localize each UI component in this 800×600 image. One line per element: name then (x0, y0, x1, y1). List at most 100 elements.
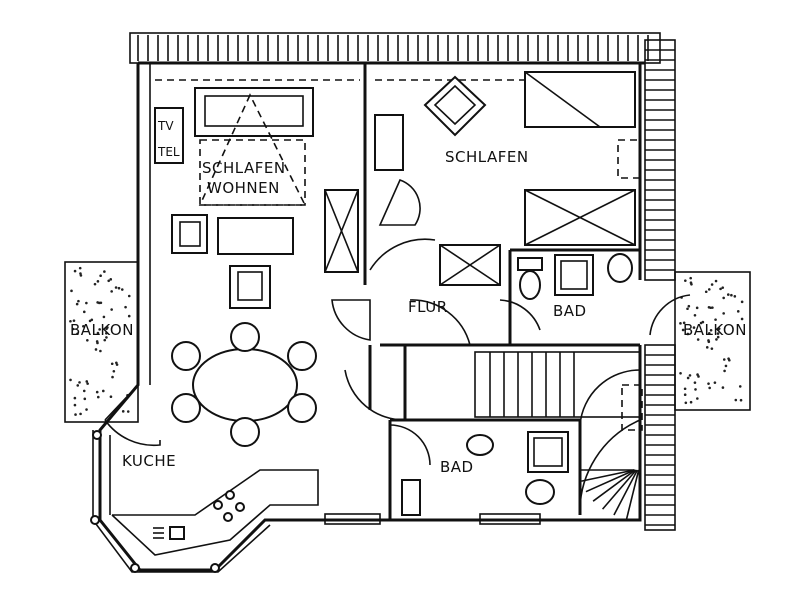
balcony-texture-dot (109, 278, 113, 281)
balcony-texture-dot (709, 328, 713, 332)
balcony-texture-dot (96, 395, 100, 399)
balcony-texture-dot (717, 327, 721, 330)
label-kueche: KUCHE (122, 452, 176, 470)
balcony-texture-dot (726, 293, 730, 296)
balcony-texture-dot (98, 328, 101, 331)
balcony-texture-dot (719, 287, 722, 291)
balcony-texture-dot (707, 288, 711, 291)
balcony-texture-dot (72, 319, 76, 322)
balcony-texture-dot (689, 281, 693, 285)
balcony-texture-dot (85, 380, 89, 383)
label-tv: TV (157, 119, 174, 133)
balcony-texture-dot (107, 279, 110, 283)
balcony-texture-dot (96, 331, 100, 335)
balcony-texture-dot (96, 280, 100, 283)
kitchen-counter (111, 469, 319, 556)
label-tel: TEL (157, 145, 180, 159)
balcony-texture-dot (696, 338, 700, 341)
balcony-texture-dot (693, 381, 697, 384)
stair-step (601, 469, 637, 510)
balcony-texture-dot (687, 304, 691, 308)
balcony-texture-dot (99, 349, 102, 353)
balcony-texture-dot (721, 386, 725, 389)
balcony-texture-dot (127, 314, 131, 318)
balcony-texture-dot (69, 319, 72, 323)
balcony-texture-dot (734, 398, 738, 402)
balcony-texture-dot (694, 388, 697, 391)
label-flur: FLUR (408, 298, 448, 316)
balcony-texture-dot (79, 272, 82, 275)
label-schlafen-wohnen-1: SCHLAFEN (202, 159, 286, 177)
balcony-texture-dot (710, 347, 714, 350)
balcony-texture-dot (714, 318, 717, 321)
living-seating (171, 214, 294, 309)
balcony-texture-dot (704, 290, 708, 294)
balcony-texture-dot (115, 361, 118, 365)
balcony-texture-dot (126, 410, 130, 413)
balcony-texture-dot (88, 319, 92, 323)
balcony-texture-dot (721, 286, 725, 289)
balcony-texture-dot (705, 346, 709, 349)
balcony-texture-dot (714, 279, 718, 283)
balcony-right (674, 271, 751, 411)
balcony-texture-dot (69, 378, 72, 382)
balcony-texture-dot (71, 327, 75, 331)
balcony-texture-dot (73, 403, 77, 407)
balcony-texture-dot (103, 270, 106, 273)
balcony-texture-dot (99, 274, 102, 278)
balcony-texture-dot (110, 362, 114, 366)
balcony-texture-dot (692, 326, 696, 329)
balcony-texture-dot (722, 296, 725, 300)
stair-step (613, 469, 639, 516)
balcony-texture-dot (73, 396, 77, 400)
stair-step (592, 469, 636, 502)
doors (104, 179, 691, 466)
balcony-texture-dot (70, 289, 73, 293)
label-bad-lower: BAD (440, 458, 474, 476)
balcony-texture-dot (95, 390, 99, 394)
balcony-texture-dot (117, 286, 121, 290)
staircase (474, 351, 643, 520)
balcony-texture-dot (733, 295, 737, 298)
balcony-texture-dot (683, 393, 687, 397)
balcony-texture-dot (684, 279, 687, 282)
balcony-texture-dot (77, 299, 80, 303)
balcony-texture-dot (102, 315, 106, 319)
balcony-texture-dot (679, 322, 682, 325)
balcony-texture-dot (724, 364, 728, 368)
balcony-texture-dot (696, 397, 699, 400)
balcony-texture-dot (82, 389, 86, 393)
balcony-texture-dot (693, 314, 697, 317)
balcony-texture-dot (715, 338, 718, 341)
dining-table (171, 322, 317, 447)
balcony-texture-dot (689, 276, 692, 280)
balcony-texture-dot (695, 306, 699, 310)
balcony-texture-dot (94, 348, 98, 351)
kitchen-bay-window (90, 430, 271, 573)
balcony-texture-dot (83, 397, 87, 401)
balcony-texture-dot (110, 290, 113, 293)
balcony-texture-dot (686, 376, 690, 380)
balcony-texture-dot (85, 301, 88, 305)
balcony-texture-dot (86, 338, 89, 342)
balcony-texture-dot (681, 328, 685, 332)
balcony-texture-dot (82, 310, 86, 314)
balcony-texture-dot (727, 357, 730, 360)
cabinet-x-left (324, 189, 359, 273)
upper-bath-fixtures (517, 253, 633, 300)
balcony-texture-dot (736, 310, 740, 313)
lower-bath-fixtures (401, 431, 569, 516)
label-schlafen: SCHLAFEN (445, 148, 529, 166)
balcony-texture-dot (683, 387, 687, 391)
balcony-texture-dot (716, 332, 720, 335)
balcony-texture-dot (75, 302, 79, 306)
label-balkon-left: BALKON (70, 321, 134, 339)
balcony-texture-dot (124, 305, 127, 309)
balcony-texture-dot (112, 369, 116, 373)
balcony-texture-dot (708, 386, 711, 390)
balcony-texture-dot (682, 321, 686, 325)
balcony-texture-dot (74, 413, 77, 416)
balcony-texture-dot (684, 401, 688, 405)
